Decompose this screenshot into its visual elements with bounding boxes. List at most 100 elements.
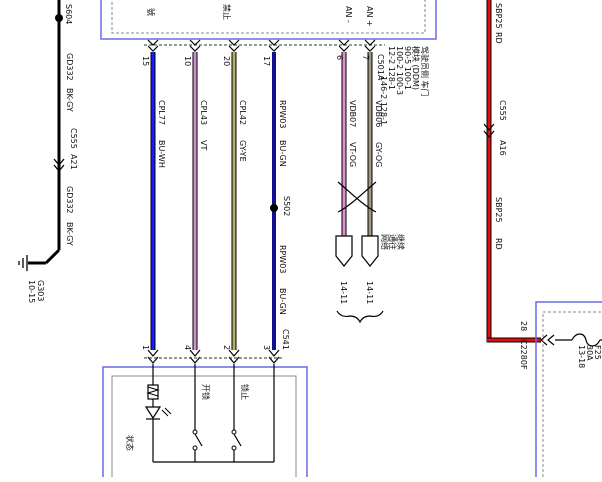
right-power-feed: SBP25 RD C555 A16 SBP25 RD 28 C2280F F25… [483, 0, 602, 482]
ddm-ref-line-1: 90-5 100-1 [403, 46, 412, 90]
bottom-box-inner-outline [111, 375, 297, 482]
left-ground-branch: S604 GD332 BK-GY C555 A21 GD332 BK-GY G3… [18, 0, 78, 303]
wire-code-vdb07: VDB07 [348, 100, 357, 127]
pin-bottom-2: 2 [222, 345, 231, 350]
wire-color-bu-wh: BU-WH [157, 140, 166, 168]
top-component-box: 號 禁止 AN + AN - [100, 0, 437, 40]
harness-label-line-1: 继续 [396, 234, 406, 250]
switch-lock-contact-top [231, 429, 237, 435]
wire-color-gy-ye: GY-YE [238, 140, 247, 162]
top-box-partial-mid: 禁止 [222, 4, 232, 20]
left-wire-color-bottom: BK-GY [65, 222, 74, 246]
wire-color-bu-gn-lower: BU-GN [278, 288, 287, 315]
pin-chevron-bottom-3 [228, 349, 240, 364]
connector-c555-chevron [53, 158, 65, 173]
pin-chevron-bottom-2 [189, 349, 201, 364]
switch-lock-label: 锁止 [240, 384, 250, 400]
pin-bottom-1: 1 [141, 345, 150, 350]
ground-g303-label: G303 [36, 280, 45, 301]
fuse-rating: 30A [585, 345, 594, 361]
pin-bottom-3: 3 [262, 345, 271, 350]
ddm-ref-line-2: 100-2 100-3 [395, 46, 404, 95]
right-wire-color: RD [494, 238, 503, 250]
pin-chevron-bottom-1 [147, 349, 159, 364]
pin-chevron-3 [228, 39, 240, 52]
led-light-arrows [161, 407, 172, 417]
left-wire-code-bottom: GD332 [65, 186, 74, 214]
left-wire-code-top: GD332 [65, 53, 74, 81]
pin-top-10: 10 [183, 56, 192, 66]
bus-wires: 15 10 20 17 CPL77 BU-WH CPL43 VT CPL42 G… [141, 39, 291, 364]
ddm-network-branch: 6 7 C501A 驾驶员侧 车门 模块 (DDM) 90-5 100-1 10… [335, 39, 430, 324]
fuse-box-pin-28: 28 [519, 321, 528, 331]
right-connector-c555: C555 [498, 100, 507, 121]
page-ref-vdb06: 14-11 [365, 281, 374, 304]
harness-label-line-2: 通往 [388, 234, 398, 250]
status-led-label: 状态 [125, 435, 135, 451]
ddm-title-line-2: 模块 (DDM) [411, 46, 421, 90]
wire-code-cpl43: CPL43 [199, 100, 208, 125]
splice-s502-label: S502 [282, 196, 291, 216]
wire-color-bu-gn-upper: BU-GN [278, 140, 287, 167]
switch-lock-lever [233, 433, 242, 447]
left-connector-pin: A21 [69, 154, 78, 170]
network-brace [336, 310, 384, 324]
pin-top-20: 20 [222, 56, 231, 66]
ddm-pin-6: 6 [335, 55, 344, 60]
fuse-f25-symbol [571, 333, 601, 347]
right-wire-code: SBP25 [494, 197, 503, 223]
pin-chevron-2 [189, 39, 201, 52]
pin-chevron-bottom-4 [268, 349, 280, 364]
switch-unlock-contact-top [192, 429, 198, 435]
left-connector-c555: C555 [69, 128, 78, 149]
pin-bottom-4: 4 [183, 345, 192, 350]
wire-code-cpl42: CPL42 [238, 100, 247, 125]
fuse-box-connector-c2280f: C2280F [519, 339, 528, 370]
pin-top-17: 17 [262, 56, 271, 66]
splice-s502-dot [270, 204, 278, 212]
pin-top-15: 15 [141, 56, 150, 66]
wire-code-vdb06: VDB06 [374, 100, 383, 127]
ddm-ref-line-4: 146-2 128-1 [379, 76, 388, 125]
wire-code-rpw03-lower: RPW03 [278, 245, 287, 273]
ddm-pin-chevron-7 [364, 39, 376, 52]
pin-chevron-1 [147, 39, 159, 52]
right-connector-pin: A16 [498, 140, 507, 156]
connector-c555-right-chevron [483, 123, 495, 138]
left-wire-color-top: BK-GY [65, 88, 74, 112]
led-symbol [144, 406, 162, 420]
continuation-arrow-vdb07 [335, 235, 353, 267]
wire-color-gy-og: GY-OG [374, 142, 383, 167]
fuse-box-connector-chevron [540, 334, 555, 346]
connector-c541-label: C541 [281, 329, 290, 350]
ddm-pin-7: 7 [361, 55, 370, 60]
top-box-partial-left: 號 [146, 8, 156, 16]
ddm-title-line-1: 驾驶员侧 车门 [420, 46, 430, 97]
fuse-box-outline [535, 301, 602, 482]
twisted-pair-symbol [337, 181, 377, 213]
ddm-connector-c501a: C501A [376, 54, 385, 81]
wire-color-vt-og: VT-OG [348, 142, 357, 167]
harness-label-line-3: 网络 [380, 234, 390, 250]
pin-chevron-4 [268, 39, 280, 52]
wire-code-rpw03-upper: RPW03 [278, 100, 287, 128]
continuation-arrow-vdb06 [361, 235, 379, 267]
wire-color-vt: VT [199, 140, 208, 150]
top-box-partial-an-plus: AN + [365, 6, 374, 27]
ddm-pin-chevron-6 [338, 39, 350, 52]
bottom-box-outline [102, 366, 308, 482]
top-box-partial-an-minus: AN - [344, 6, 353, 23]
fuse-ref: 13-18 [577, 345, 586, 368]
bottom-switch-module: 开锁 锁止 状态 [102, 364, 308, 482]
fuse-f25-label: F25 [593, 345, 602, 360]
right-wire-color-top: RD [494, 32, 503, 44]
splice-s604-dot [55, 14, 63, 22]
ddm-ref-line-3: 12-2 128-1 [387, 46, 396, 90]
page-ref-vdb07: 14-11 [339, 281, 348, 304]
switch-unlock-lever [194, 433, 203, 447]
ground-ref-label: 10-15 [27, 280, 36, 303]
wire-code-cpl77: CPL77 [157, 100, 166, 125]
right-wire-code-top: SBP25 [494, 3, 503, 29]
